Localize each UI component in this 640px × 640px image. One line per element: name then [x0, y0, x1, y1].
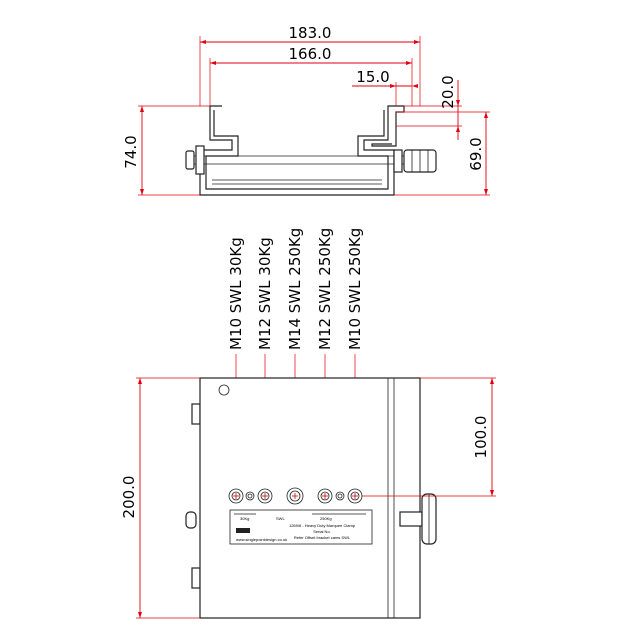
brand-logo [236, 528, 250, 533]
label-plate: 30Kg SWL 250Kg 1269/6 - Heavy Duty Marqu… [229, 509, 373, 545]
right-nut [393, 149, 403, 173]
dim-overall-width: 183.0 [289, 24, 332, 42]
dim-top-height: 200.0 [120, 476, 138, 519]
front-view: 183.0 166.0 15.0 20.0 74.0 69. [122, 24, 490, 196]
plate-product: 1269/6 - Heavy Duty Marquee Clamp [289, 523, 356, 528]
dim-body-height: 69.0 [467, 137, 485, 170]
plate-note: Refer Offset bracket cams SWL [294, 535, 351, 540]
hole-label-2: M12 SWL 30Kg [256, 237, 274, 350]
clamp-body [199, 377, 421, 619]
top-view: 30Kg SWL 250Kg 1269/6 - Heavy Duty Marqu… [120, 377, 496, 619]
left-side-lug-2 [191, 567, 201, 589]
plate-left-kg: 30Kg [240, 516, 249, 521]
clamp-profile-inner [205, 110, 389, 190]
handle-shaft [399, 511, 423, 527]
mounting-holes [228, 487, 363, 505]
hole-label-1: M10 SWL 30Kg [227, 237, 245, 350]
left-nut [195, 145, 205, 175]
plate-right-kg: 250Kg [320, 516, 332, 521]
hole-label-4: M12 SWL 250Kg [316, 228, 334, 350]
plate-serial: Serial No. [313, 529, 331, 534]
left-side-lug [191, 403, 201, 425]
hole-label-5: M10 SWL 250Kg [346, 228, 364, 350]
dim-lip-height: 20.0 [439, 75, 457, 108]
dim-inner-width: 166.0 [289, 45, 332, 63]
clamp-profile [199, 105, 405, 196]
dim-lip: 15.0 [356, 68, 389, 86]
dim-total-height: 74.0 [122, 135, 140, 168]
plate-website: www.singlepointdesign.co.uk [236, 537, 287, 542]
indicator-hole [218, 384, 230, 396]
hole-label-3: M14 SWL 250Kg [286, 228, 304, 350]
left-bolt [185, 511, 197, 529]
dim-hole-offset: 100.0 [472, 416, 490, 459]
left-bolt-head [185, 150, 195, 170]
plate-swl: SWL [276, 516, 285, 521]
